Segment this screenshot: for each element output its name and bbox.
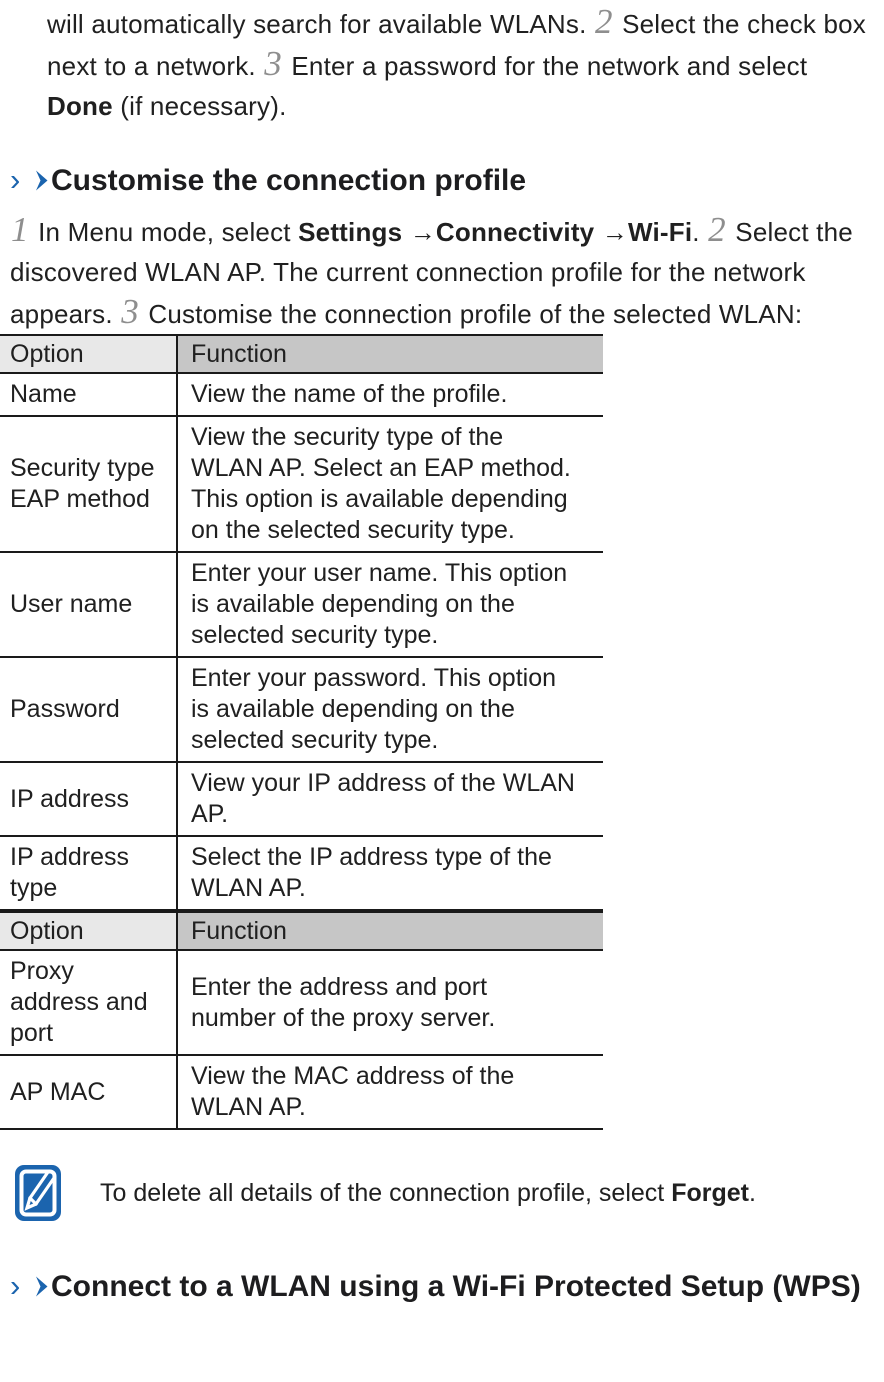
function-cell: Select the IP address type of the WLAN A… [177,836,603,911]
function-cell: Enter your user name. This option is ava… [177,552,603,658]
table-row: IP address View your IP address of the W… [0,762,603,837]
table-header-row: Option Function [0,911,603,951]
intro-paragraph: will automatically search for available … [47,2,866,121]
function-cell: View the name of the profile. [177,373,603,417]
connection-profile-options-table: Option Function Name View the name of th… [0,334,603,911]
option-cell: Proxy address and port [0,950,178,1056]
option-cell: Password [0,657,178,763]
table-row: Name View the name of the profile. [0,373,603,417]
table-header-row: Option Function [0,334,603,374]
function-column-header: Function [177,334,603,374]
table-row: Proxy address and port Enter the address… [0,950,603,1056]
connection-profile-options-table-2: Option Function Proxy address and port E… [0,911,603,1130]
option-column-header: Option [0,911,178,951]
option-cell: IP address type [0,836,178,911]
function-cell: View your IP address of the WLAN AP. [177,762,603,837]
option-cell: IP address [0,762,178,837]
note: To delete all details of the connection … [14,1164,876,1222]
option-cell: Name [0,373,178,417]
section-title-text: Connect to a WLAN using a Wi-Fi Protecte… [51,1270,861,1303]
function-cell: View the security type of the WLAN AP. S… [177,416,603,553]
note-text: To delete all details of the connection … [100,1178,756,1207]
option-cell: User name [0,552,178,658]
function-cell: Enter the address and port number of the… [177,950,603,1056]
section-title: Connect to a WLAN using a Wi-Fi Protecte… [34,1268,862,1306]
section-title: Customise the connection profile [34,162,862,200]
table-row: Security type EAP method View the securi… [0,416,603,553]
table-row: AP MAC View the MAC address of the WLAN … [0,1055,603,1130]
chevron-right-marker-icon: › [10,162,21,197]
chevron-right-icon [36,1276,48,1297]
note-pencil-icon [15,1165,61,1221]
option-column-header: Option [0,334,178,374]
table-row: User name Enter your user name. This opt… [0,552,603,658]
chevron-right-marker-icon: › [10,1268,21,1303]
function-column-header: Function [177,911,603,951]
option-cell: AP MAC [0,1055,178,1130]
function-cell: View the MAC address of the WLAN AP. [177,1055,603,1130]
section-heading-wps: › Connect to a WLAN using a Wi-Fi Protec… [10,1268,876,1306]
function-cell: Enter your password. This option is avai… [177,657,603,763]
chevron-right-icon [36,170,48,191]
section-heading-customise: › Customise the connection profile [10,162,876,200]
section-title-text: Customise the connection profile [51,164,527,197]
table-row: Password Enter your password. This optio… [0,657,603,763]
option-cell: Security type EAP method [0,416,178,553]
step-paragraph: 1 In Menu mode, select Settings →Connect… [10,210,853,331]
table-row: IP address type Select the IP address ty… [0,836,603,911]
